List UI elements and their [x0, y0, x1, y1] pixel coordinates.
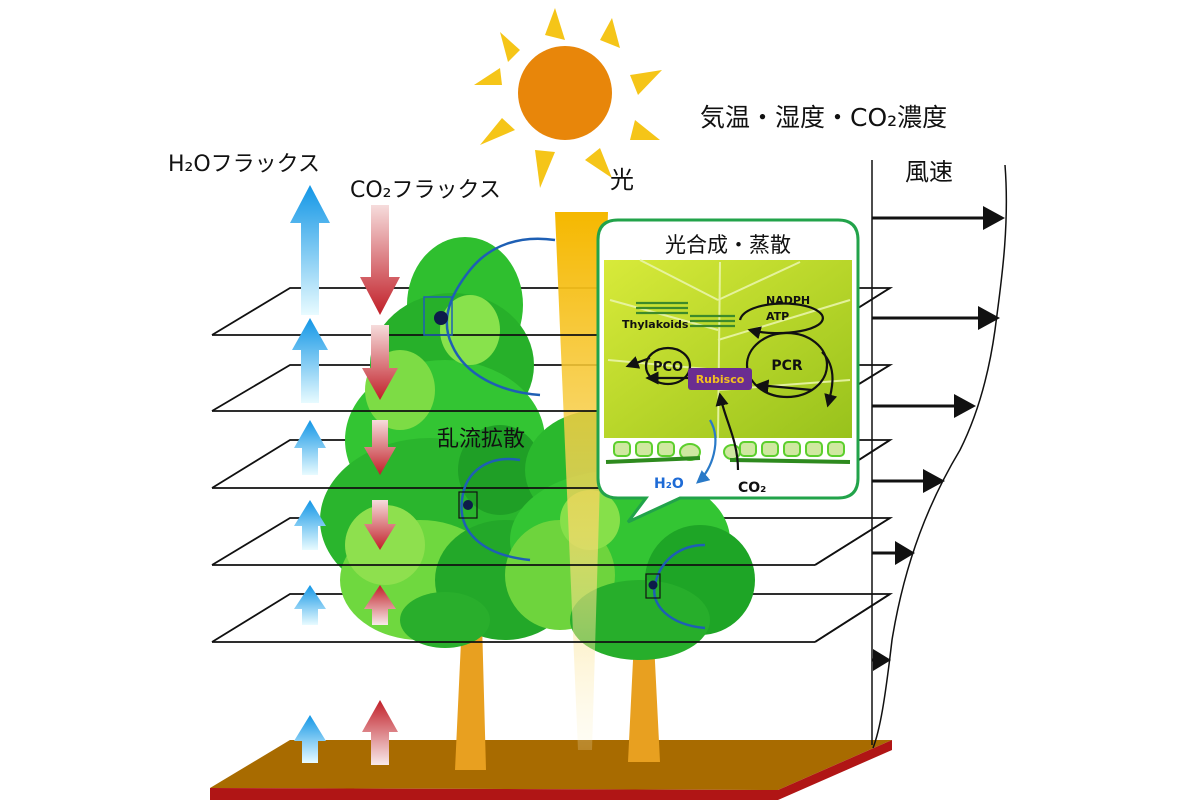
light-beam — [555, 212, 608, 750]
co2-arrow — [364, 500, 396, 550]
h2o-inset-label: H₂O — [654, 476, 684, 492]
co2-flux-arrows — [360, 205, 400, 765]
left-tree-foliage — [320, 237, 575, 648]
inset-title: 光合成・蒸散 — [665, 233, 791, 257]
pcr-cycle — [745, 331, 829, 399]
light-label: 光 — [610, 166, 634, 194]
h2o-arrow — [292, 318, 328, 403]
leaf-background — [604, 260, 852, 438]
h2o-flux-label: H₂Oフラックス — [168, 152, 320, 177]
thylakoids-label: Thylakoids — [622, 318, 689, 331]
h2o-arrow — [294, 500, 326, 550]
nadph-label: NADPH — [766, 294, 810, 307]
h2o-arrow — [294, 420, 326, 475]
pco-label: PCO — [653, 360, 683, 375]
co2-arrow — [360, 205, 400, 315]
co2-arrow — [364, 585, 396, 625]
h2o-flux-arrows — [290, 185, 330, 763]
wind-speed-label: 風速 — [905, 158, 953, 186]
h2o-arrow — [294, 715, 326, 763]
photosynthesis-inset: 光合成・蒸散 NADPH ATP Thylakoids PCO PCR Rubi… — [596, 218, 860, 524]
co2-arrow — [364, 420, 396, 475]
turbulent-diffusion-label: 乱流拡散 — [437, 427, 525, 452]
sun-icon — [474, 8, 662, 188]
co2-arrow — [362, 325, 398, 400]
pcr-label: PCR — [771, 358, 803, 374]
rubisco-box — [688, 368, 752, 390]
leaf-cells — [613, 441, 845, 461]
thylakoid-stack — [636, 301, 735, 328]
pco-cycle — [644, 346, 692, 386]
wind-profile — [871, 160, 1008, 749]
rubisco-label: Rubisco — [696, 373, 745, 386]
co2-flux-label: CO₂フラックス — [350, 178, 501, 203]
h2o-arrow — [290, 185, 330, 315]
atp-label: ATP — [766, 310, 789, 323]
air-conditions-label: 気温・湿度・CO₂濃度 — [700, 103, 947, 132]
eddy-markers — [423, 296, 661, 599]
h2o-arrow — [294, 585, 326, 625]
co2-arrow — [362, 700, 398, 765]
h2o-transpiration-arrow — [695, 419, 717, 484]
co2-inset-label: CO₂ — [738, 480, 766, 496]
